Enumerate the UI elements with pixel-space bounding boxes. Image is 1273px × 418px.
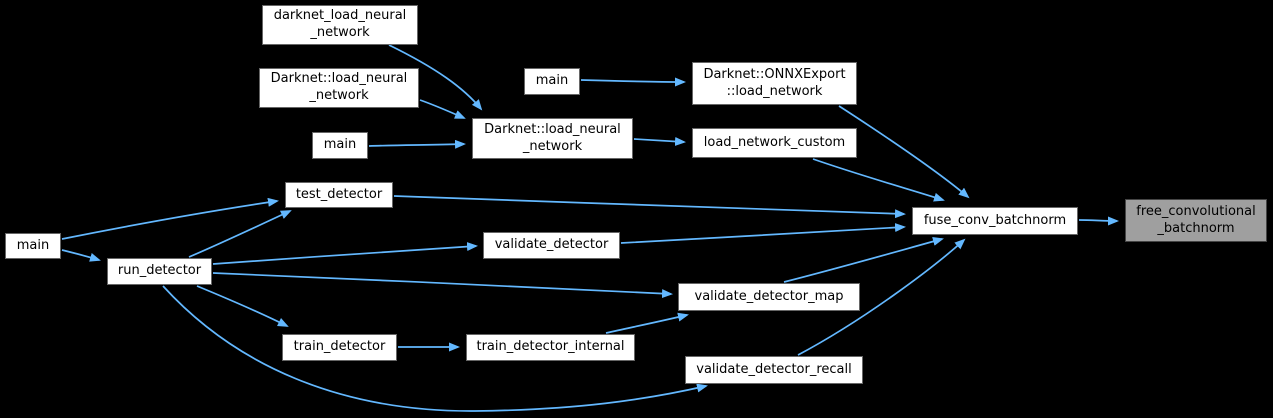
- node-validate_detector[interactable]: validate_detector: [483, 232, 620, 259]
- node-fuse_conv_batchnorm[interactable]: fuse_conv_batchnorm: [912, 207, 1078, 235]
- node-validate_detector_map[interactable]: validate_detector_map: [678, 283, 860, 311]
- edge-darknet_load_neural_network-to-load_neural_network_center: [388, 44, 483, 111]
- edge-load_network_custom-to-fuse_conv_batchnorm: [812, 158, 945, 202]
- edge-run_detector-to-train_detector: [196, 285, 289, 327]
- node-free_convolutional_batchnorm-focus: free_convolutional _batchnorm: [1125, 199, 1267, 242]
- edge-run_detector-to-validate_detector_recall: [162, 285, 708, 412]
- edge-onnx_load_network-to-fuse_conv_batchnorm: [838, 105, 970, 199]
- edge-main_mid-to-load_neural_network_center: [368, 139, 466, 149]
- edge-run_detector-to-test_detector: [188, 210, 292, 258]
- node-main-left[interactable]: main: [5, 233, 61, 259]
- edge-train_detector_internal-to-validate_detector_map: [605, 312, 689, 334]
- edge-main_top-to-onnx_load_network: [580, 77, 686, 87]
- node-darknet-onnxexport-load_network[interactable]: Darknet::ONNXExport ::load_network: [692, 62, 857, 105]
- node-validate_detector_recall[interactable]: validate_detector_recall: [685, 356, 863, 384]
- node-main-top[interactable]: main: [524, 68, 580, 95]
- edge-validate_detector_map-to-fuse_conv_batchnorm: [783, 237, 944, 283]
- node-main-mid[interactable]: main: [312, 132, 368, 159]
- node-darknet-load_neural_network-left[interactable]: Darknet::load_neural _network: [259, 68, 419, 108]
- edge-load_neural_network_center-to-load_network_custom: [633, 136, 686, 146]
- node-train_detector[interactable]: train_detector: [282, 334, 397, 361]
- edge-test_detector-to-fuse_conv_batchnorm: [393, 195, 906, 219]
- edge-validate_detector-to-fuse_conv_batchnorm: [620, 223, 906, 244]
- edge-run_detector-to-validate_detector: [212, 242, 478, 265]
- node-test_detector[interactable]: test_detector: [285, 182, 393, 208]
- node-train_detector_internal[interactable]: train_detector_internal: [466, 334, 635, 361]
- node-darknet_load_neural_network[interactable]: darknet_load_neural _network: [262, 5, 418, 45]
- edge-run_detector-to-validate_detector_map: [212, 272, 673, 299]
- edge-validate_detector_recall-to-fuse_conv_batchnorm: [797, 238, 966, 356]
- node-darknet-load_neural_network-center[interactable]: Darknet::load_neural _network: [472, 118, 633, 159]
- node-load_network_custom[interactable]: load_network_custom: [692, 128, 857, 158]
- edge-fuse_conv_batchnorm-to-free_convolutional_batchnorm: [1078, 216, 1119, 226]
- edge-main_left-to-test_detector: [61, 197, 279, 240]
- edge-load_neural_network_left-to-load_neural_network_center: [419, 99, 466, 119]
- node-run_detector[interactable]: run_detector: [107, 258, 212, 285]
- edge-main_left-to-run_detector: [61, 249, 101, 262]
